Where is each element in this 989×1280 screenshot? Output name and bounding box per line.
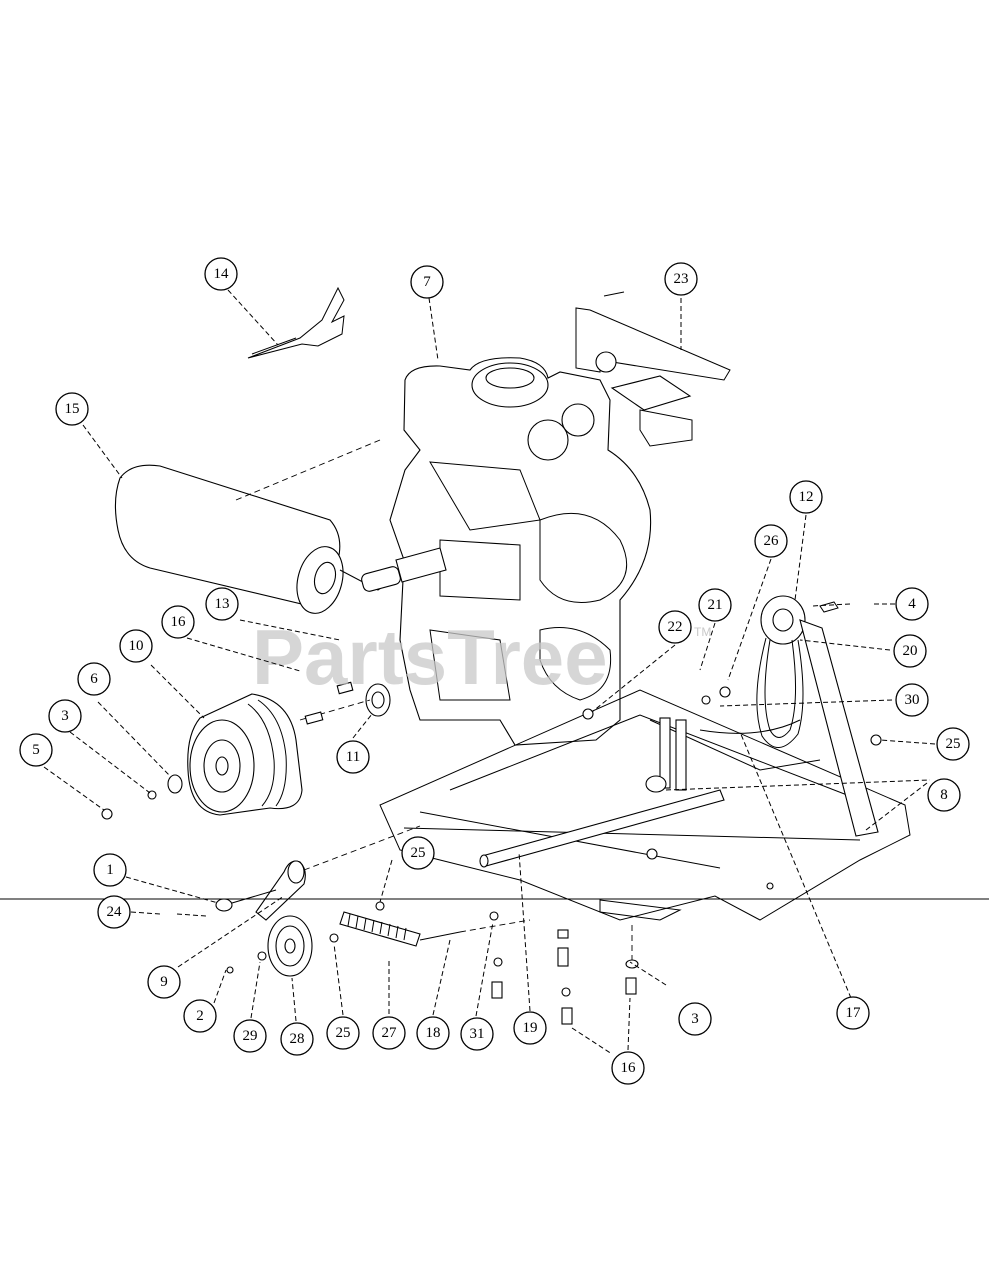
callout-label: 25 xyxy=(336,1025,351,1041)
muffler-part xyxy=(114,439,401,614)
callout-17: 17 xyxy=(836,996,870,1030)
callout-16: 16 xyxy=(161,605,195,639)
callout-31: 31 xyxy=(460,1017,494,1051)
callout-label: 3 xyxy=(691,1011,699,1027)
parts-artwork xyxy=(101,286,911,1025)
callout-13: 13 xyxy=(205,587,239,621)
callout-label: 8 xyxy=(940,787,948,803)
callout-30: 30 xyxy=(895,683,929,717)
callout-14: 14 xyxy=(204,257,238,291)
watermark-tm: TM xyxy=(694,625,711,639)
callout-label: 23 xyxy=(674,271,689,287)
callout-label: 31 xyxy=(470,1026,485,1042)
callout-4: 4 xyxy=(895,587,929,621)
callout-11: 11 xyxy=(336,740,370,774)
callout-2: 2 xyxy=(183,999,217,1033)
leader-lines xyxy=(43,289,936,1055)
idler-arm-part xyxy=(215,825,421,921)
callout-28: 28 xyxy=(280,1022,314,1056)
callout-label: 17 xyxy=(846,1005,862,1021)
callout-label: 18 xyxy=(426,1025,441,1041)
callout-label: 9 xyxy=(160,974,168,990)
flat-idler-pulley-part xyxy=(226,915,313,977)
callout-label: 16 xyxy=(171,614,187,630)
callout-8: 8 xyxy=(927,778,961,812)
callout-label: 22 xyxy=(668,619,683,635)
callout-label: 11 xyxy=(346,749,360,765)
callout-label: 5 xyxy=(32,742,40,758)
callout-label: 26 xyxy=(764,533,780,549)
throttle-bracket-part xyxy=(247,286,345,359)
callout-1: 1 xyxy=(93,853,127,887)
callout-12: 12 xyxy=(789,480,823,514)
callout-3: 3 xyxy=(48,699,82,733)
callout-label: 29 xyxy=(243,1028,258,1044)
callout-label: 28 xyxy=(290,1031,305,1047)
callout-25c: 25 xyxy=(326,1016,360,1050)
belt-drive-part xyxy=(649,595,882,837)
callout-25b: 25 xyxy=(401,836,435,870)
callout-label: 3 xyxy=(61,708,69,724)
engine-part xyxy=(361,357,652,746)
callout-29: 29 xyxy=(233,1019,267,1053)
callout-15: 15 xyxy=(55,392,89,426)
air-intake-plate-part xyxy=(575,291,731,447)
callout-3b: 3 xyxy=(678,1002,712,1036)
callout-label: 15 xyxy=(65,401,80,417)
callout-20: 20 xyxy=(893,634,927,668)
callout-label: 4 xyxy=(908,596,916,612)
callout-23: 23 xyxy=(664,262,698,296)
pivot-rod-part xyxy=(479,789,725,868)
callout-26: 26 xyxy=(754,524,788,558)
callout-label: 30 xyxy=(905,692,920,708)
mounting-bolts-part xyxy=(491,925,639,1025)
callout-27: 27 xyxy=(372,1016,406,1050)
callout-label: 27 xyxy=(382,1025,398,1041)
callout-label: 1 xyxy=(106,862,114,878)
callout-label: 25 xyxy=(946,736,961,752)
callout-label: 14 xyxy=(214,266,230,282)
watermark: PartsTree TM xyxy=(252,613,711,701)
callout-9: 9 xyxy=(147,965,181,999)
callout-21: 21 xyxy=(698,588,732,622)
callout-5: 5 xyxy=(19,733,53,767)
belt-guide-bolts-part xyxy=(582,708,687,793)
callout-label: 6 xyxy=(90,671,98,687)
callout-label: 10 xyxy=(129,638,144,654)
callout-label: 2 xyxy=(196,1008,204,1024)
callout-22: 22 xyxy=(658,610,692,644)
callout-label: 25 xyxy=(411,845,426,861)
callout-label: 24 xyxy=(107,904,123,920)
callout-label: 19 xyxy=(523,1020,538,1036)
callout-7: 7 xyxy=(410,265,444,299)
callout-25: 25 xyxy=(936,727,970,761)
electric-clutch-part xyxy=(187,693,303,816)
callout-label: 13 xyxy=(215,596,230,612)
spacer-part xyxy=(299,681,391,725)
watermark-text: PartsTree xyxy=(252,613,608,701)
callout-6: 6 xyxy=(77,662,111,696)
callout-label: 20 xyxy=(903,643,918,659)
callout-label: 16 xyxy=(621,1060,637,1076)
clutch-hardware-part xyxy=(101,774,183,820)
callout-24: 24 xyxy=(97,895,131,929)
callout-label: 21 xyxy=(708,597,723,613)
callout-19: 19 xyxy=(513,1011,547,1045)
callout-label: 7 xyxy=(423,274,431,290)
callout-label: 12 xyxy=(799,489,814,505)
callout-18: 18 xyxy=(416,1016,450,1050)
callout-10: 10 xyxy=(119,629,153,663)
callout-16b: 16 xyxy=(611,1051,645,1085)
spring-part xyxy=(329,901,531,947)
